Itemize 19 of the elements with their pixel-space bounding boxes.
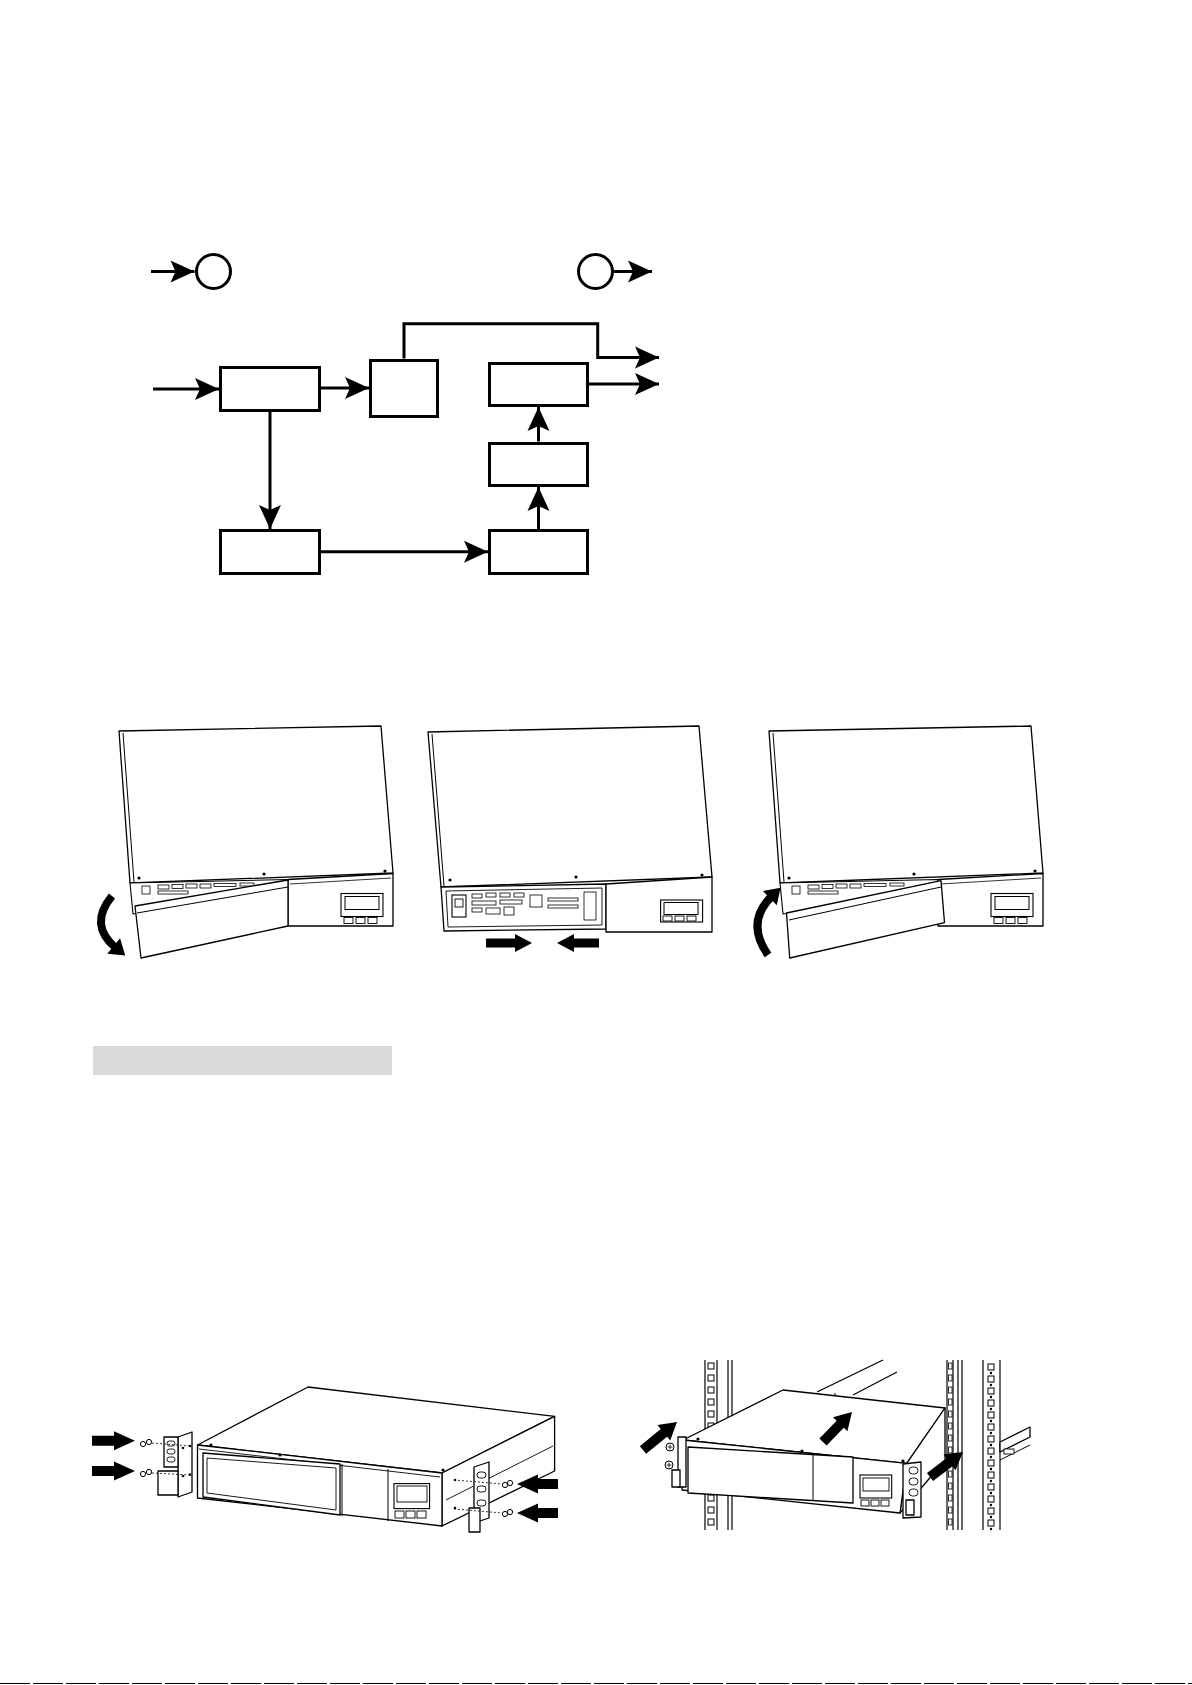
arrow — [402, 322, 659, 369]
arrow — [589, 373, 659, 395]
circle-node — [577, 253, 614, 290]
arrow — [614, 260, 652, 283]
arrow — [321, 377, 369, 399]
arrow — [153, 378, 219, 400]
block-box — [369, 358, 439, 418]
block-box — [488, 529, 589, 575]
arrow — [151, 260, 195, 283]
arrow — [259, 412, 281, 529]
block-box — [219, 529, 321, 575]
block-box — [488, 441, 589, 487]
circle-node — [194, 253, 232, 290]
arrow — [321, 540, 488, 563]
shaded-heading-bar — [93, 1046, 392, 1075]
block-box — [488, 361, 589, 407]
arrow — [527, 407, 550, 442]
arrow — [527, 487, 550, 529]
block-box — [219, 366, 321, 412]
